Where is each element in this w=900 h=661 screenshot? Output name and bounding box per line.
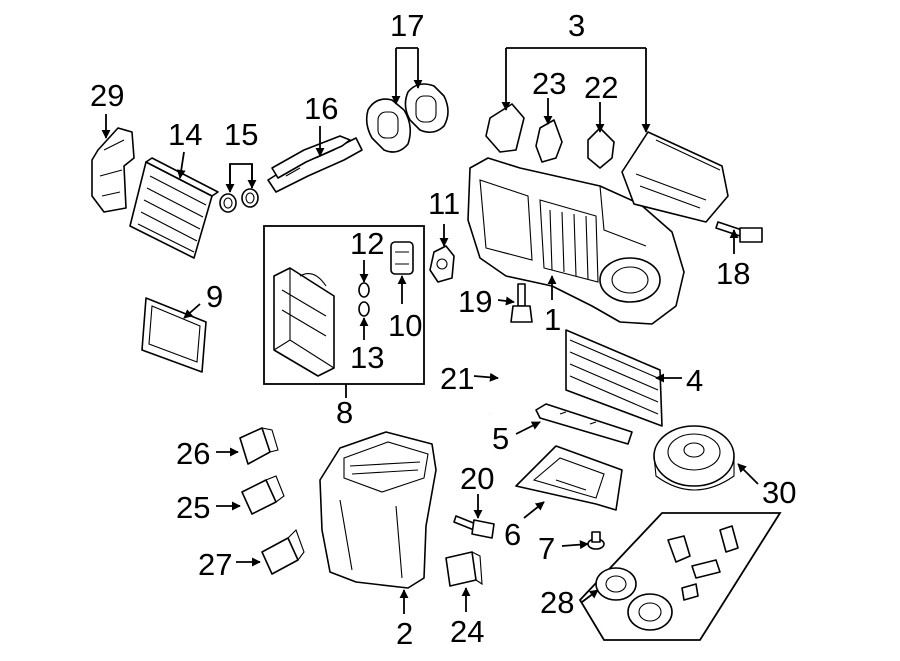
part-2-lower-case [319,431,437,589]
callout-8: 8 [336,395,353,430]
callout-18: 18 [716,256,750,291]
callout-14: 14 [168,117,202,152]
part-20-sensor [453,515,495,539]
callout-16: 16 [304,91,338,126]
callout-21: 21 [440,361,474,396]
part-7-grommet [587,531,605,550]
callout-26: 26 [176,436,210,471]
callout-30: 30 [762,475,796,510]
callout-1: 1 [544,302,561,337]
part-21-drain-hose [479,328,502,416]
part-11-actuator [429,245,455,283]
callout-10: 10 [388,308,422,343]
part-26-actuator [239,427,279,465]
part-29-side-panel [91,127,135,213]
callout-4: 4 [686,363,703,398]
leader-lines [101,47,759,614]
part-3-upper-housing [485,103,729,223]
callout-15: 15 [224,117,258,152]
callout-27: 27 [198,547,232,582]
callout-6: 6 [504,517,521,552]
callout-23: 23 [532,66,566,101]
part-19-sensor [510,283,533,323]
callout-labels: 1 2 3 4 5 6 7 8 9 10 11 12 13 14 15 16 1… [90,8,796,651]
callout-12: 12 [350,226,384,261]
callout-24: 24 [450,614,484,649]
callout-7: 7 [538,531,555,566]
callout-28: 28 [540,585,574,620]
part-17-seals [365,83,449,153]
part-9-cabin-filter [141,297,207,373]
part-25-actuator [241,475,285,515]
part-4-air-door [565,329,663,427]
callout-22: 22 [584,70,618,105]
part-6-cover [515,445,623,511]
callout-2: 2 [396,616,413,651]
part-1-hvac-housing [467,157,685,325]
part-30-blower-motor [653,425,735,491]
part-18-sensor [715,221,763,243]
part-24-module [445,551,483,587]
part-8-evaporator-box [263,225,425,385]
callout-20: 20 [460,461,494,496]
part-12-13-o-rings [358,282,370,317]
callout-19: 19 [458,284,492,319]
callout-17: 17 [390,8,424,43]
callout-25: 25 [176,490,210,525]
part-10-expansion-valve [390,241,414,275]
part-5-seal-strip [535,403,633,445]
part-28-blower-kit [578,512,782,641]
callout-3: 3 [568,8,585,43]
part-16-heater-tubes [267,135,363,193]
callout-29: 29 [90,78,124,113]
callout-13: 13 [350,340,384,375]
part-22-bracket [587,127,615,169]
part-15-o-rings [219,188,259,213]
part-23-bracket [535,119,563,163]
callout-5: 5 [492,421,509,456]
callout-11: 11 [428,186,460,221]
callout-9: 9 [206,279,223,314]
part-14-heater-core [129,157,219,259]
part-27-actuator [261,529,305,575]
